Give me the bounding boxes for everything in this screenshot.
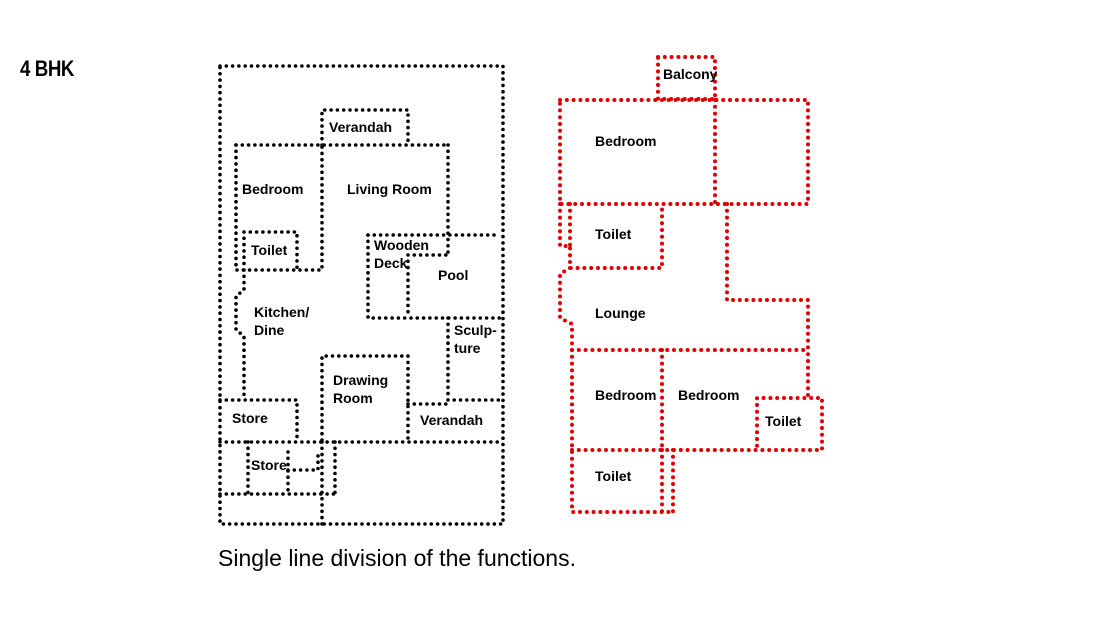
label-balcony: Balcony	[663, 66, 718, 82]
verandah-top-room	[320, 108, 410, 147]
slide-title: 4 BHK	[20, 56, 74, 81]
ground-floor-plan	[218, 64, 505, 526]
ground-floor-outline	[218, 64, 505, 526]
bedroom-room	[234, 143, 324, 272]
top-bedroom-block	[558, 98, 810, 206]
label-sculp: Sculp-	[454, 322, 497, 338]
label-toilet-bottom: Toilet	[595, 468, 632, 484]
first-floor-plan	[558, 55, 824, 514]
label-room: Room	[333, 390, 373, 406]
toilet-room	[242, 230, 299, 270]
label-bedroom: Bedroom	[242, 181, 303, 197]
lounge-wall	[725, 202, 810, 400]
label-store-2: Store	[251, 457, 287, 473]
label-verandah-bottom: Verandah	[420, 412, 483, 428]
caption: Single line division of the functions.	[218, 545, 576, 571]
label-kitchen: Kitchen/	[254, 304, 309, 320]
sculpture-room	[446, 316, 502, 402]
toilet-bottom-wall	[660, 448, 675, 514]
label-lounge: Lounge	[595, 305, 646, 321]
pool-deck-outline	[366, 233, 502, 320]
label-living-room: Living Room	[347, 181, 432, 197]
label-toilet: Toilet	[251, 242, 288, 258]
bottom-outline	[570, 348, 675, 514]
store-2-wall	[286, 450, 320, 472]
drawing-room	[320, 354, 410, 442]
store-1-room	[218, 398, 299, 442]
deck-pool-divider	[406, 253, 450, 320]
balcony-room	[656, 55, 717, 101]
label-dine: Dine	[254, 322, 285, 338]
label-deck: Deck	[374, 255, 408, 271]
first-floor-labels: Balcony Bedroom Toilet Lounge Bedroom Be…	[595, 66, 802, 484]
label-bedroom-left: Bedroom	[595, 387, 656, 403]
label-ture: ture	[454, 340, 481, 356]
label-store-1: Store	[232, 410, 268, 426]
label-verandah-top: Verandah	[329, 119, 392, 135]
label-drawing: Drawing	[333, 372, 388, 388]
label-pool: Pool	[438, 267, 468, 283]
label-toilet-right: Toilet	[765, 413, 802, 429]
kitchen-wall	[234, 268, 246, 402]
lounge-wall	[558, 266, 574, 352]
label-toilet-top: Toilet	[595, 226, 632, 242]
label-wooden: Wooden	[374, 237, 429, 253]
label-bedroom-mid: Bedroom	[678, 387, 739, 403]
label-bedroom-top: Bedroom	[595, 133, 656, 149]
ground-floor-labels: Verandah Bedroom Living Room Toilet Wood…	[232, 119, 497, 473]
toilet-top-room	[558, 202, 664, 270]
